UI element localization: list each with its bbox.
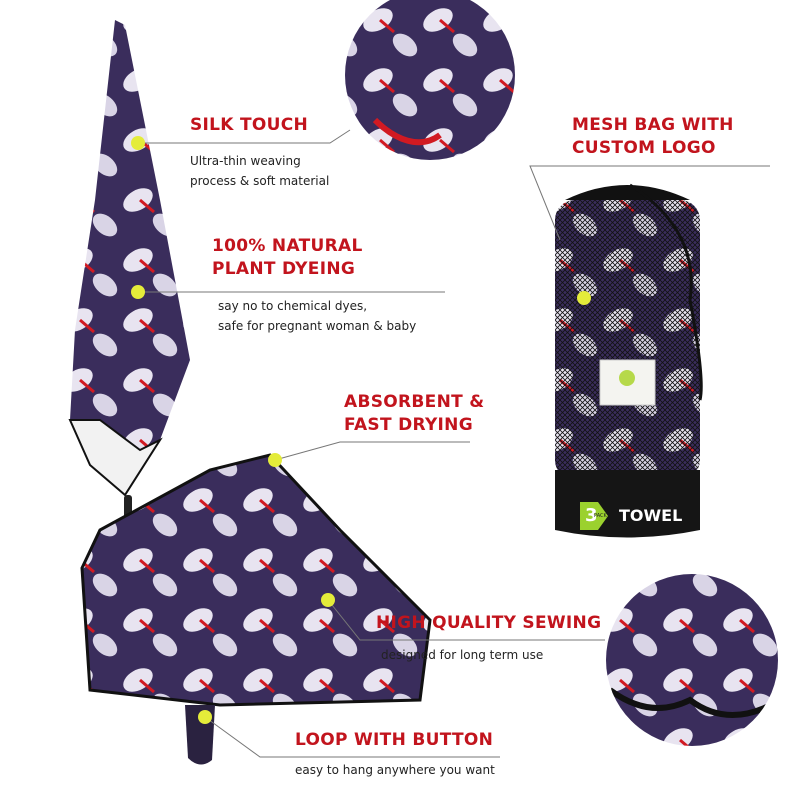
- title-line: HIGH QUALITY SEWING: [376, 613, 602, 633]
- desc-line: designed for long term use: [381, 648, 544, 662]
- mesh-bag-image: [555, 183, 703, 538]
- feature-title-sewing: HIGH QUALITY SEWING: [376, 612, 601, 635]
- marker-dot: [131, 136, 145, 150]
- marker-dot: [268, 453, 282, 467]
- bag-towel-label: TOWEL: [619, 506, 683, 525]
- title-line: FAST DRYING: [344, 415, 473, 435]
- title-line: PLANT DYEING: [212, 259, 356, 279]
- title-line: ABSORBENT &: [344, 392, 485, 412]
- sewing-closeup-image: [606, 574, 778, 746]
- feature-title-natural-dyeing: 100% NATURAL PLANT DYEING: [212, 235, 363, 281]
- marker-dot: [321, 593, 335, 607]
- desc-line: process & soft material: [190, 174, 330, 188]
- marker-dot: [131, 285, 145, 299]
- feature-desc-loop: easy to hang anywhere you want: [295, 760, 495, 780]
- feature-title-loop: LOOP WITH BUTTON: [295, 729, 493, 752]
- folded-towel-image: [80, 453, 432, 765]
- desc-line: say no to chemical dyes,: [218, 299, 368, 313]
- feature-title-silk-touch: SILK TOUCH: [190, 114, 308, 137]
- marker-dot: [577, 291, 591, 305]
- feature-desc-silk-touch: Ultra-thin weaving process & soft materi…: [190, 151, 329, 191]
- title-line: MESH BAG WITH: [572, 115, 734, 135]
- marker-dot: [198, 710, 212, 724]
- leader-lines: [138, 129, 770, 758]
- feature-desc-sewing: designed for long term use: [381, 645, 543, 665]
- title-line: SILK TOUCH: [190, 115, 309, 135]
- desc-line: easy to hang anywhere you want: [295, 763, 495, 777]
- feature-title-absorbent: ABSORBENT & FAST DRYING: [344, 391, 484, 437]
- feature-desc-natural-dyeing: say no to chemical dyes, safe for pregna…: [218, 296, 416, 336]
- marker-dots: [131, 136, 591, 724]
- hanging-towel-image: [68, 20, 190, 520]
- desc-line: Ultra-thin weaving: [190, 154, 301, 168]
- badge-number: 3: [585, 505, 598, 526]
- feature-title-mesh-bag: MESH BAG WITH CUSTOM LOGO: [572, 114, 734, 160]
- title-line: CUSTOM LOGO: [572, 138, 716, 158]
- title-line: 100% NATURAL: [212, 236, 363, 256]
- desc-line: safe for pregnant woman & baby: [218, 319, 417, 333]
- title-line: LOOP WITH BUTTON: [295, 730, 494, 750]
- badge-small-text: PACK: [594, 513, 607, 519]
- silk-closeup-image: [345, 0, 515, 160]
- pack-badge-icon: [580, 502, 608, 530]
